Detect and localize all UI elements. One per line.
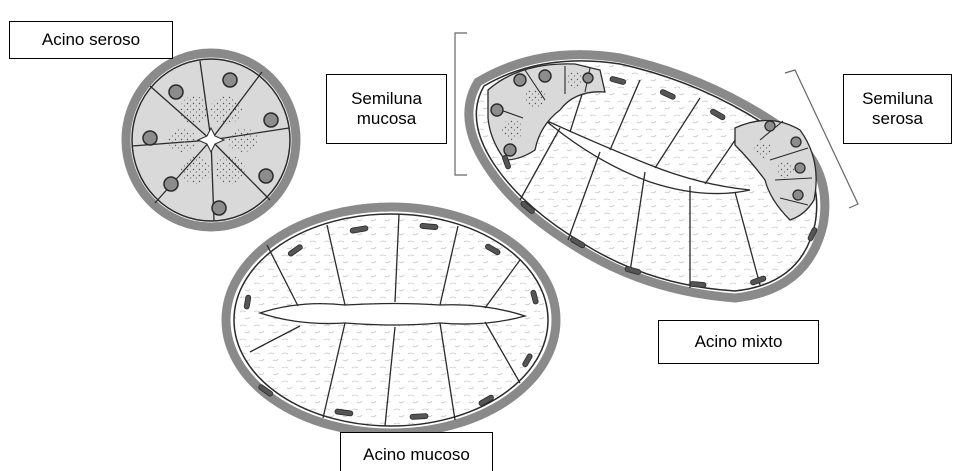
label-semiluna-mucosa-line2: mucosa	[351, 109, 422, 129]
label-semiluna-mucosa: Semiluna mucosa	[326, 74, 447, 144]
label-semiluna-serosa: Semiluna serosa	[843, 74, 952, 144]
serous-acinus	[126, 53, 296, 227]
label-acino-seroso: Acino seroso	[9, 21, 173, 59]
label-semiluna-serosa-line1: Semiluna	[862, 89, 933, 109]
label-acino-mixto: Acino mixto	[658, 320, 819, 364]
mucous-acinus	[226, 207, 556, 433]
label-semiluna-mucosa-line1: Semiluna	[351, 89, 422, 109]
label-acino-mixto-text: Acino mixto	[695, 332, 783, 352]
label-semiluna-mucosa-text: Semiluna mucosa	[351, 89, 422, 129]
label-acino-mucoso-text: Acino mucoso	[363, 445, 470, 465]
label-acino-mucoso: Acino mucoso	[340, 432, 493, 471]
label-acino-seroso-text: Acino seroso	[42, 30, 140, 50]
label-semiluna-serosa-text: Semiluna serosa	[862, 89, 933, 129]
label-semiluna-serosa-line2: serosa	[862, 109, 933, 129]
